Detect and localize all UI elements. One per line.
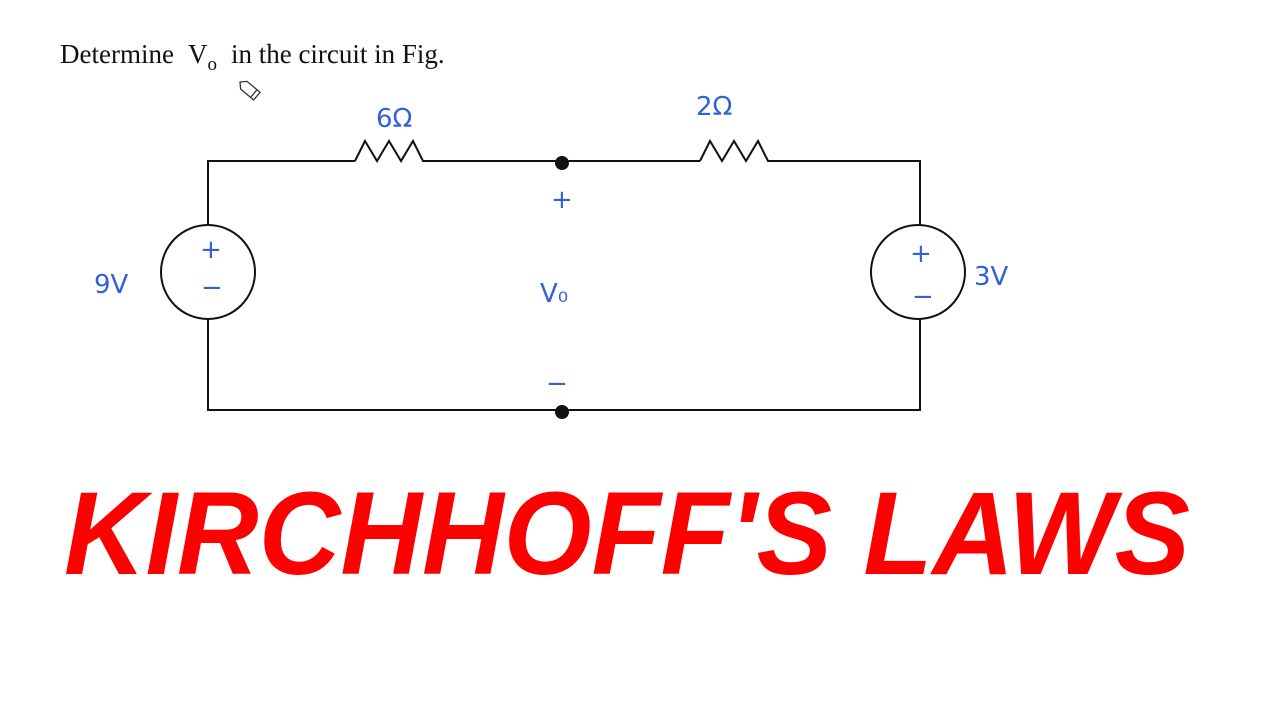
banner-title: KIRCHHOFF'S LAWS xyxy=(64,468,1190,600)
node-bottom xyxy=(555,405,569,419)
source-3v xyxy=(870,224,966,320)
pencil-cursor-icon xyxy=(239,80,261,101)
vo-minus: − xyxy=(546,369,568,399)
resistor-label-2: 2Ω xyxy=(696,92,732,122)
vo-label: V₀ xyxy=(540,279,568,309)
source-3v-plus: + xyxy=(910,239,932,269)
vo-plus: + xyxy=(551,185,573,215)
resistor-2-ohm xyxy=(699,138,775,163)
source-9v xyxy=(160,224,256,320)
source-9v-plus: + xyxy=(200,235,222,265)
source-9v-minus: − xyxy=(201,273,223,303)
resistor-label-6: 6Ω xyxy=(376,104,412,134)
source-label-3v: 3V xyxy=(974,262,1009,292)
source-label-9v: 9V xyxy=(94,270,129,300)
resistor-6-ohm xyxy=(354,138,430,163)
node-top xyxy=(555,156,569,170)
source-3v-minus: − xyxy=(912,282,934,312)
wires xyxy=(160,138,966,419)
